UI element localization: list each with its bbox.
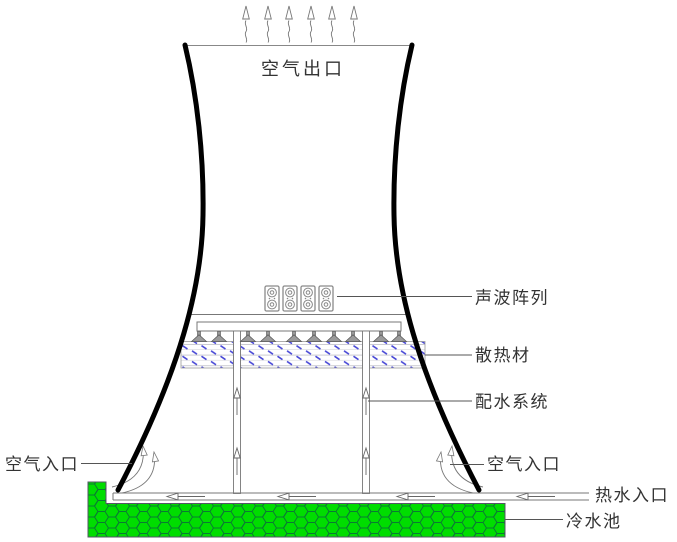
tower-shell	[115, 42, 482, 493]
air-inlet-arrows-left	[111, 445, 159, 494]
label-air-inlet-left: 空气入口	[5, 455, 79, 474]
heat-fill-blocks	[180, 341, 426, 369]
spray-nozzles	[191, 331, 407, 342]
label-heat-fill: 散热材	[475, 346, 531, 365]
air-outlet-flow-arrows	[242, 5, 358, 43]
cold-water-pool	[87, 481, 506, 538]
label-hot-water-inlet: 热水入口	[595, 486, 669, 505]
sound-wave-array	[187, 285, 409, 315]
leader-lines	[81, 296, 563, 520]
label-water-distribution: 配水系统	[475, 393, 549, 412]
label-cold-water-pool: 冷水池	[566, 512, 622, 531]
label-air-inlet-right: 空气入口	[487, 455, 561, 474]
label-sound-array: 声波阵列	[475, 289, 549, 308]
label-air-outlet: 空气出口	[261, 59, 345, 79]
hot-water-pipe	[112, 492, 589, 501]
